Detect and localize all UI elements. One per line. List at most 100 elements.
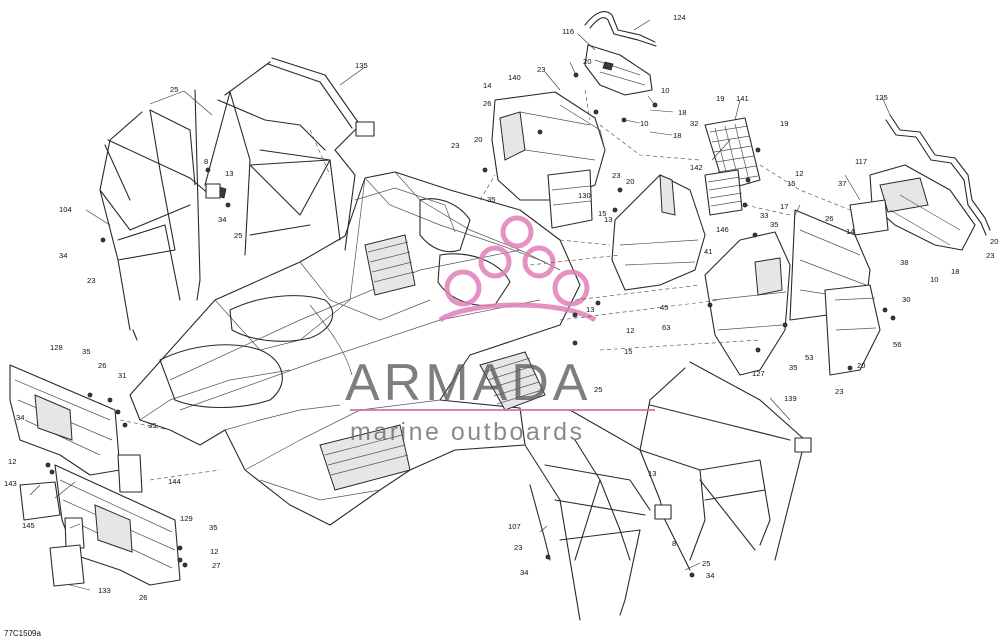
rops-cage-139 — [639, 361, 812, 561]
callout-label: 35 — [209, 523, 217, 532]
callout-label: 23 — [451, 141, 459, 150]
callout-label: 18 — [673, 131, 681, 140]
callout-label: 27 — [212, 561, 220, 570]
callout-label: 23 — [514, 543, 522, 552]
callout-label: 20 — [626, 177, 634, 186]
diagram-id: 77C1509a — [4, 629, 41, 638]
callout-label: 23 — [835, 387, 843, 396]
callout-label: 20 — [990, 237, 998, 246]
callout-label: 8 — [204, 157, 208, 166]
radiator-141 — [704, 117, 761, 191]
callout-label: 15 — [787, 179, 795, 188]
callout-label: 63 — [662, 323, 670, 332]
callout-label: 38 — [900, 258, 908, 267]
callout-label: 10 — [640, 119, 648, 128]
panel-146 — [611, 174, 706, 291]
callout-label: 14 — [846, 227, 854, 236]
callout-label: 25 — [702, 559, 710, 568]
callout-label: 146 — [716, 225, 729, 234]
callout-label: 127 — [752, 369, 765, 378]
callout-label: 141 — [736, 94, 749, 103]
callout-label: 30 — [902, 295, 910, 304]
callout-label: 34 — [59, 251, 67, 260]
housing-117 — [869, 164, 976, 251]
callout-label: 26 — [139, 593, 147, 602]
callout-label: 20 — [474, 135, 482, 144]
callout-label: 23 — [87, 276, 95, 285]
cable-124 — [584, 11, 657, 47]
watermark-text: ARMADA marine outboards — [345, 354, 655, 446]
callout-label: 34 — [218, 215, 226, 224]
callout-label: 117 — [855, 157, 867, 166]
callout-label: 116 — [562, 27, 574, 36]
callout-label: 35 — [487, 195, 495, 204]
callout-label: 8 — [672, 539, 676, 548]
callout-label: 135 — [355, 61, 368, 70]
rops-cage-104 — [99, 109, 221, 341]
panel-145 — [64, 517, 85, 549]
fasteners — [45, 72, 896, 578]
callout-label: 140 — [508, 73, 521, 82]
callout-label: 124 — [673, 13, 686, 22]
assembly-lines — [119, 89, 851, 481]
callout-label: 18 — [951, 267, 959, 276]
callout-label: 53 — [805, 353, 813, 362]
bracket-116 — [584, 44, 653, 96]
callout-label: 34 — [706, 571, 714, 580]
callout-label: 26 — [98, 361, 106, 370]
callout-label: 35 — [789, 363, 797, 372]
callout-label: 12 — [8, 457, 16, 466]
callout-label: 23 — [612, 171, 620, 180]
callout-label: 12 — [626, 326, 634, 335]
panel-128 — [9, 364, 121, 476]
callout-label: 145 — [22, 521, 35, 530]
callout-label: 139 — [784, 394, 797, 403]
callout-label: 130 — [578, 191, 591, 200]
callout-label: 10 — [930, 275, 938, 284]
panel-56 — [824, 284, 881, 376]
callout-label: 10 — [661, 86, 669, 95]
watermark-tagline: marine outboards — [350, 418, 585, 446]
callout-label: 20 — [857, 361, 865, 370]
watermark-brand: ARMADA — [345, 354, 591, 412]
callout-label: 34 — [16, 413, 24, 422]
callout-label: 23 — [537, 65, 545, 74]
callout-label: 13 — [586, 305, 594, 314]
callout-label: 41 — [704, 247, 712, 256]
callout-label: 25 — [594, 385, 602, 394]
panel-37 — [849, 199, 889, 236]
radiator-142 — [704, 169, 743, 216]
panel-130 — [547, 169, 593, 229]
callout-label: 19 — [716, 94, 724, 103]
callout-label: 56 — [893, 340, 901, 349]
callout-label: 37 — [838, 179, 846, 188]
callout-label: 35 — [770, 220, 778, 229]
callout-label: 104 — [59, 205, 72, 214]
callout-label: 15 — [624, 347, 632, 356]
callout-label: 129 — [180, 514, 193, 523]
callout-label: 144 — [168, 477, 181, 486]
callout-label: 12 — [795, 169, 803, 178]
callout-label: 125 — [875, 93, 888, 102]
callout-label: 12 — [210, 547, 218, 556]
chassis-frame — [129, 171, 581, 526]
callout-label: 35 — [148, 421, 156, 430]
callout-label: 34 — [520, 568, 528, 577]
callout-label: 13 — [225, 169, 233, 178]
callout-label: 143 — [4, 479, 17, 488]
callout-label: 14 — [483, 81, 491, 90]
callout-label: 32 — [690, 119, 698, 128]
callout-label: 26 — [825, 214, 833, 223]
panel-143 — [19, 481, 61, 521]
callout-label: 128 — [50, 343, 63, 352]
panel-129 — [54, 464, 181, 586]
cable-125 — [885, 114, 991, 236]
callout-label: 25 — [170, 85, 178, 94]
callout-label: 142 — [690, 163, 703, 172]
callout-labels: 124 116 20 23 10 18 10 18 140 14 26 135 … — [4, 13, 998, 602]
rops-cage-107 — [524, 409, 691, 621]
panel-144 — [117, 454, 143, 493]
callout-label: 17 — [780, 202, 788, 211]
